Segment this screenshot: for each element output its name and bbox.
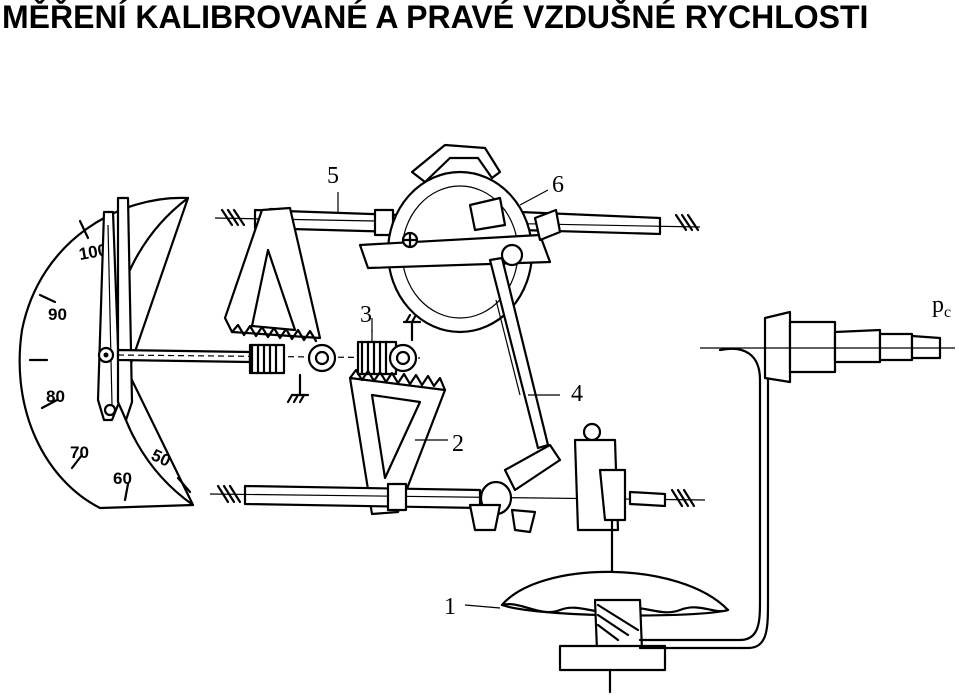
label-pc: pc [932, 292, 951, 321]
upper-sector-gear [223, 206, 322, 343]
label-pc-sub: c [944, 304, 951, 321]
dial-label-60: 60 [113, 469, 132, 488]
label-6: 6 [552, 172, 564, 198]
label-pc-base: p [932, 292, 944, 318]
lower-bracket [468, 422, 627, 602]
lower-sector-gear [348, 368, 447, 516]
dial-label-70: 70 [70, 443, 89, 462]
pinion-assembly [248, 313, 422, 404]
label-5: 5 [327, 163, 339, 189]
dial-ticks [28, 219, 192, 502]
label-3: 3 [360, 302, 372, 328]
instrument-dial: 100 90 80 70 60 50 [18, 196, 195, 510]
aneroid-capsule [500, 570, 730, 694]
dial-label-90: 90 [48, 305, 67, 324]
pressure-tube [638, 310, 955, 650]
page-title: MĚŘENÍ KALIBROVANÉ A PRAVÉ VZDUŠNÉ RYCHL… [2, 0, 869, 35]
upper-capsule [358, 143, 562, 334]
label-2: 2 [452, 431, 464, 457]
lower-shaft [209, 480, 706, 516]
label-1: 1 [444, 594, 456, 620]
pointer-needle [96, 196, 134, 422]
callouts [337, 189, 560, 609]
dial-label-80: 80 [46, 387, 65, 406]
dial-label-100: 100 [77, 240, 108, 264]
label-4: 4 [571, 381, 583, 407]
